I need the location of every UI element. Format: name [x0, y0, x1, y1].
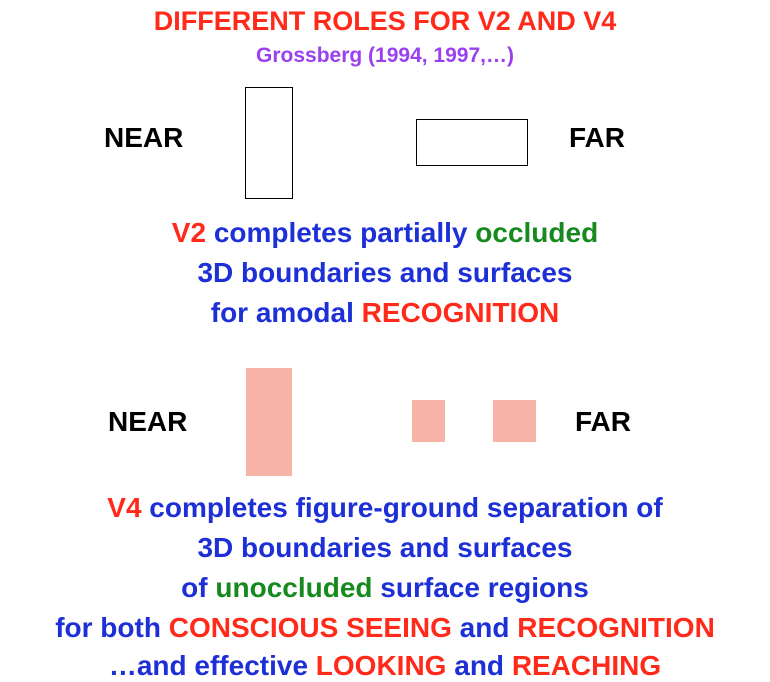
v2-text-completes: completes partially — [206, 217, 476, 248]
near-filled-rectangle — [246, 368, 292, 476]
v4-text-and-1: and — [451, 612, 518, 643]
v4-text-effective: …and effective — [108, 650, 316, 681]
v2-description-line-2: 3D boundaries and surfaces — [0, 257, 770, 289]
v4-text-completes: completes figure-ground separation of — [141, 492, 663, 523]
near-label-bottom: NEAR — [108, 406, 188, 437]
near-outline-rectangle — [245, 87, 293, 199]
v2-text-boundaries: 3D boundaries and surfaces — [197, 257, 573, 288]
v4-text-of: of — [181, 572, 216, 603]
v2-description-line-1: V2 completes partially occluded — [0, 217, 770, 249]
v4-description-line-4: for both CONSCIOUS SEEING and RECOGNITIO… — [0, 612, 770, 644]
recognition-term-v4: RECOGNITION — [517, 612, 715, 643]
v2-term: V2 — [171, 217, 207, 248]
v4-term: V4 — [107, 492, 142, 523]
v4-description-line-3: of unoccluded surface regions — [0, 572, 770, 604]
slide-title: DIFFERENT ROLES FOR V2 AND V4 — [153, 6, 617, 36]
v4-description-line-2: 3D boundaries and surfaces — [0, 532, 770, 564]
unoccluded-term: unoccluded — [215, 572, 373, 603]
v4-text-surface-regions: surface regions — [372, 572, 589, 603]
occluded-term: occluded — [475, 217, 599, 248]
far-label-top: FAR — [569, 122, 625, 153]
far-filled-rectangle-right — [493, 400, 536, 442]
near-label-top: NEAR — [104, 122, 184, 153]
v4-description-line-5: …and effective LOOKING and REACHING — [0, 650, 770, 682]
citation: Grossberg (1994, 1997,…) — [256, 44, 514, 67]
far-label-bottom: FAR — [575, 406, 631, 437]
looking-term: LOOKING — [315, 650, 447, 681]
far-filled-rectangle-left — [412, 400, 445, 442]
reaching-term: REACHING — [511, 650, 662, 681]
v2-description-line-3: for amodal RECOGNITION — [0, 297, 770, 329]
v2-text-amodal: for amodal — [210, 297, 362, 328]
v4-text-for-both: for both — [55, 612, 169, 643]
recognition-term-v2: RECOGNITION — [361, 297, 560, 328]
v4-description-line-1: V4 completes figure-ground separation of — [0, 492, 770, 524]
v4-text-and-2: and — [446, 650, 512, 681]
conscious-seeing-term: CONSCIOUS SEEING — [168, 612, 452, 643]
v4-text-boundaries: 3D boundaries and surfaces — [197, 532, 573, 563]
far-outline-rectangle — [416, 119, 528, 166]
